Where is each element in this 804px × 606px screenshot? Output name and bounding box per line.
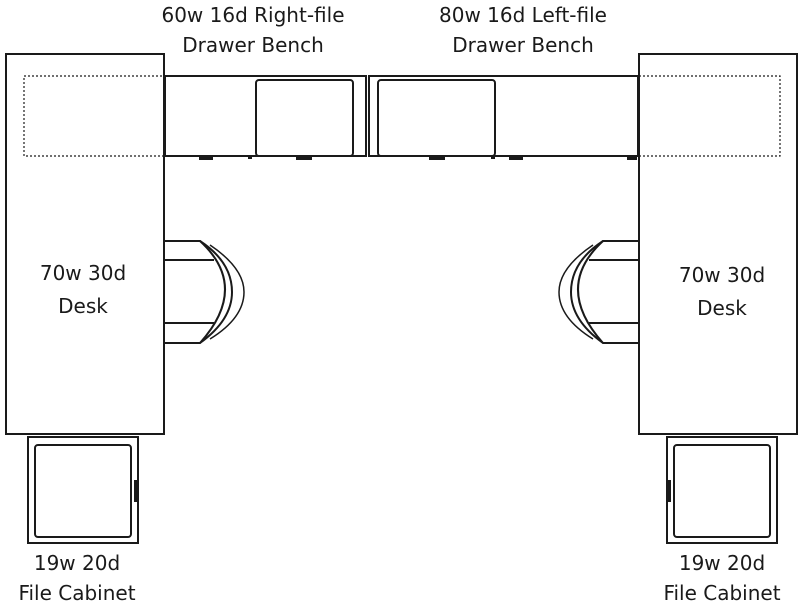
desk-left bbox=[5, 53, 165, 435]
chair-left bbox=[164, 240, 245, 344]
file-cabinet-right bbox=[666, 436, 778, 544]
bench-right-label-line2: Drawer Bench bbox=[182, 33, 324, 57]
cabinet-right-label-line2: File Cabinet bbox=[663, 581, 780, 605]
desk-right bbox=[638, 53, 798, 435]
left-file-drawer-bench bbox=[368, 75, 639, 160]
desk-right-label-line1: 70w 30d bbox=[679, 263, 765, 287]
desk-left-label-line2: Desk bbox=[58, 294, 108, 318]
cabinet-left-label-line2: File Cabinet bbox=[18, 581, 135, 605]
cabinet-right-label-line1: 19w 20d bbox=[679, 551, 765, 575]
bench-left-label-line1: 80w 16d Left-file bbox=[439, 3, 607, 27]
bench-right-label-line1: 60w 16d Right-file bbox=[161, 3, 344, 27]
chair-right bbox=[558, 240, 639, 344]
desk-left-label-line1: 70w 30d bbox=[40, 261, 126, 285]
bench-left-label-line2: Drawer Bench bbox=[452, 33, 594, 57]
cabinet-left-label-line1: 19w 20d bbox=[34, 551, 120, 575]
desk-right-label-line2: Desk bbox=[697, 296, 747, 320]
file-cabinet-left bbox=[27, 436, 139, 544]
right-file-drawer-bench bbox=[164, 75, 367, 160]
